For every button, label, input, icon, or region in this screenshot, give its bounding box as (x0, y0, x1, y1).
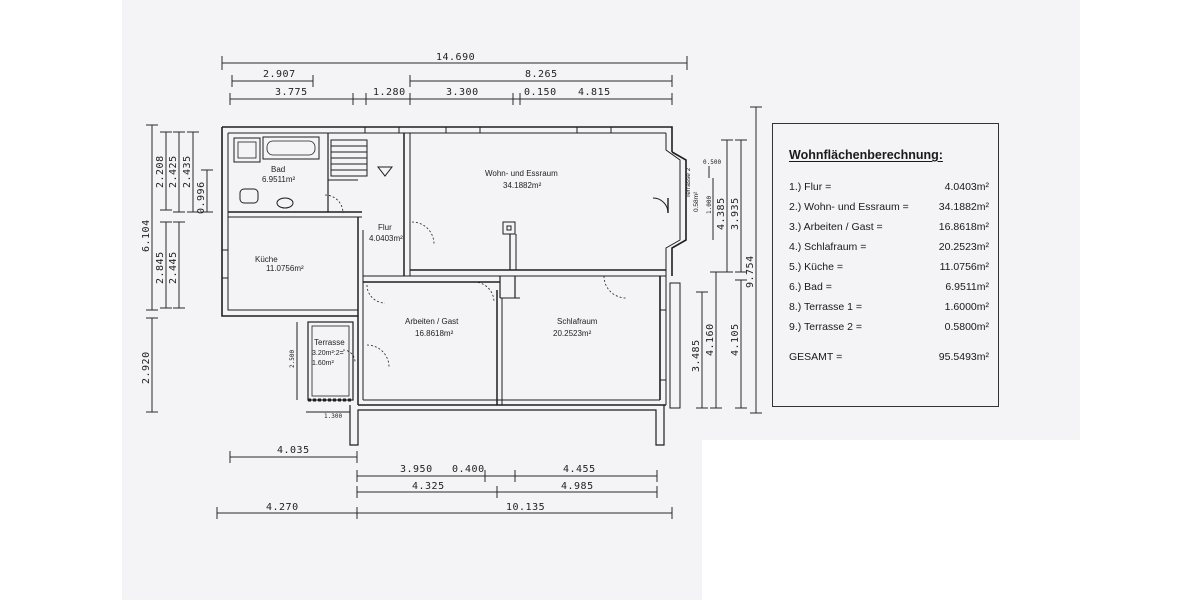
dim-bottom-b1: 3.950 (400, 464, 433, 475)
area-row-value: 16.8618m² (938, 221, 989, 233)
room-schlaf-name: Schlafraum (557, 317, 598, 326)
dim-left-a: 2.208 (155, 155, 166, 188)
room-labels: Bad 6.9511m² Küche 11.0756m² Flur 4.0403… (255, 165, 700, 367)
dim-terrace-height: 2.500 (289, 350, 296, 368)
dim-bottom-d1: 4.270 (266, 502, 299, 513)
area-row-value: 34.1882m² (938, 201, 989, 213)
room-terrasse1-calc: 3.20m²:2= (312, 350, 344, 357)
room-wohn-area: 34.1882m² (503, 181, 542, 190)
dim-top-seg3: 3.300 (446, 87, 479, 98)
dim-bottom-a: 4.035 (277, 445, 310, 456)
area-row-label: 1.) Flur = (789, 181, 832, 193)
dim-bottom-d2: 10.135 (506, 502, 545, 513)
room-kueche-area: 11.0756m² (266, 264, 304, 273)
dim-right-c: 3.485 (691, 339, 702, 372)
dim-left-c: 2.435 (182, 155, 193, 188)
room-schlaf-area: 20.2523m² (553, 329, 592, 338)
area-row-value: 11.0756m² (939, 261, 989, 273)
area-row-label: 9.) Terrasse 2 = (789, 321, 863, 333)
room-terrasse2-name: Terrasse 2 (685, 167, 692, 198)
left-dimension-lines (146, 124, 213, 413)
dim-top-right-a: 8.265 (525, 69, 558, 80)
room-wohn-name: Wohn- und Essraum (485, 169, 558, 178)
dim-right-d: 4.160 (705, 323, 716, 356)
dim-top-left-a: 2.907 (263, 69, 296, 80)
building-walls (221, 126, 687, 446)
dim-left-e: 2.845 (155, 251, 166, 284)
dim-top-seg5: 4.815 (578, 87, 611, 98)
dim-left-f: 2.445 (168, 251, 179, 284)
area-row-value: 1.6000m² (944, 301, 989, 313)
dim-top-total: 14.690 (436, 52, 475, 63)
dim-right-a: 4.385 (716, 197, 727, 230)
dimension-labels: 14.690 2.907 8.265 3.775 1.280 3.300 0.1… (141, 52, 756, 513)
dim-east-small-1: 0.500 (703, 159, 721, 166)
area-total-label: GESAMT = (789, 351, 843, 363)
dim-left-d: 0.996 (196, 181, 207, 214)
room-terrasse1-area: 1.60m² (312, 360, 334, 367)
room-terrasse2-area: 0.58m² (693, 191, 700, 212)
area-row-value: 0.5800m² (944, 321, 989, 333)
right-dimension-lines (696, 106, 762, 414)
room-flur-area: 4.0403m² (369, 234, 403, 243)
dim-left-b: 2.425 (168, 155, 179, 188)
room-arbeiten-area: 16.8618m² (415, 329, 454, 338)
room-bad-area: 6.9511m² (262, 175, 296, 184)
area-total-value: 95.5493m² (938, 351, 989, 363)
bottom-dimension-lines (216, 451, 673, 519)
dim-right-b: 3.935 (730, 197, 741, 230)
dim-bottom-c2: 4.985 (561, 481, 594, 492)
dim-terrace-width: 1.300 (324, 413, 342, 420)
living-area-calculation-box: Wohnflächenberechnung: 1.) Flur = 4.0403… (772, 123, 999, 407)
area-row-label: 3.) Arbeiten / Gast = (789, 221, 883, 233)
room-flur-name: Flur (378, 223, 392, 232)
area-row-value: 4.0403m² (944, 181, 989, 193)
blank-paper-area (702, 440, 1080, 600)
dim-east-small-2: 1.000 (706, 196, 713, 214)
area-row-label: 4.) Schlafraum = (789, 241, 867, 253)
dim-bottom-b2: 0.400 (452, 464, 485, 475)
dim-left-bottom: 2.920 (141, 351, 152, 384)
area-row-value: 20.2523m² (938, 241, 989, 253)
dim-bottom-b3: 4.455 (563, 464, 596, 475)
room-bad-name: Bad (271, 165, 285, 174)
dim-bottom-c1: 4.325 (412, 481, 445, 492)
dim-right-e: 4.105 (730, 323, 741, 356)
room-arbeiten-name: Arbeiten / Gast (405, 317, 459, 326)
area-row-label: 2.) Wohn- und Essraum = (789, 201, 909, 213)
area-row-label: 8.) Terrasse 1 = (789, 301, 863, 313)
area-table-title: Wohnflächenberechnung: (789, 148, 943, 162)
room-kueche-name: Küche (255, 255, 278, 264)
dim-top-seg2: 1.280 (373, 87, 406, 98)
dim-right-total: 9.754 (745, 255, 756, 288)
top-dimension-lines (221, 56, 688, 105)
dim-top-seg1: 3.775 (275, 87, 308, 98)
area-row-label: 5.) Küche = (789, 261, 843, 273)
dim-top-seg4: 0.150 (524, 87, 557, 98)
dim-left-total: 6.104 (141, 219, 152, 252)
room-terrasse1-name: Terrasse (314, 338, 345, 347)
area-row-label: 6.) Bad = (789, 281, 832, 293)
area-row-value: 6.9511m² (945, 281, 989, 293)
